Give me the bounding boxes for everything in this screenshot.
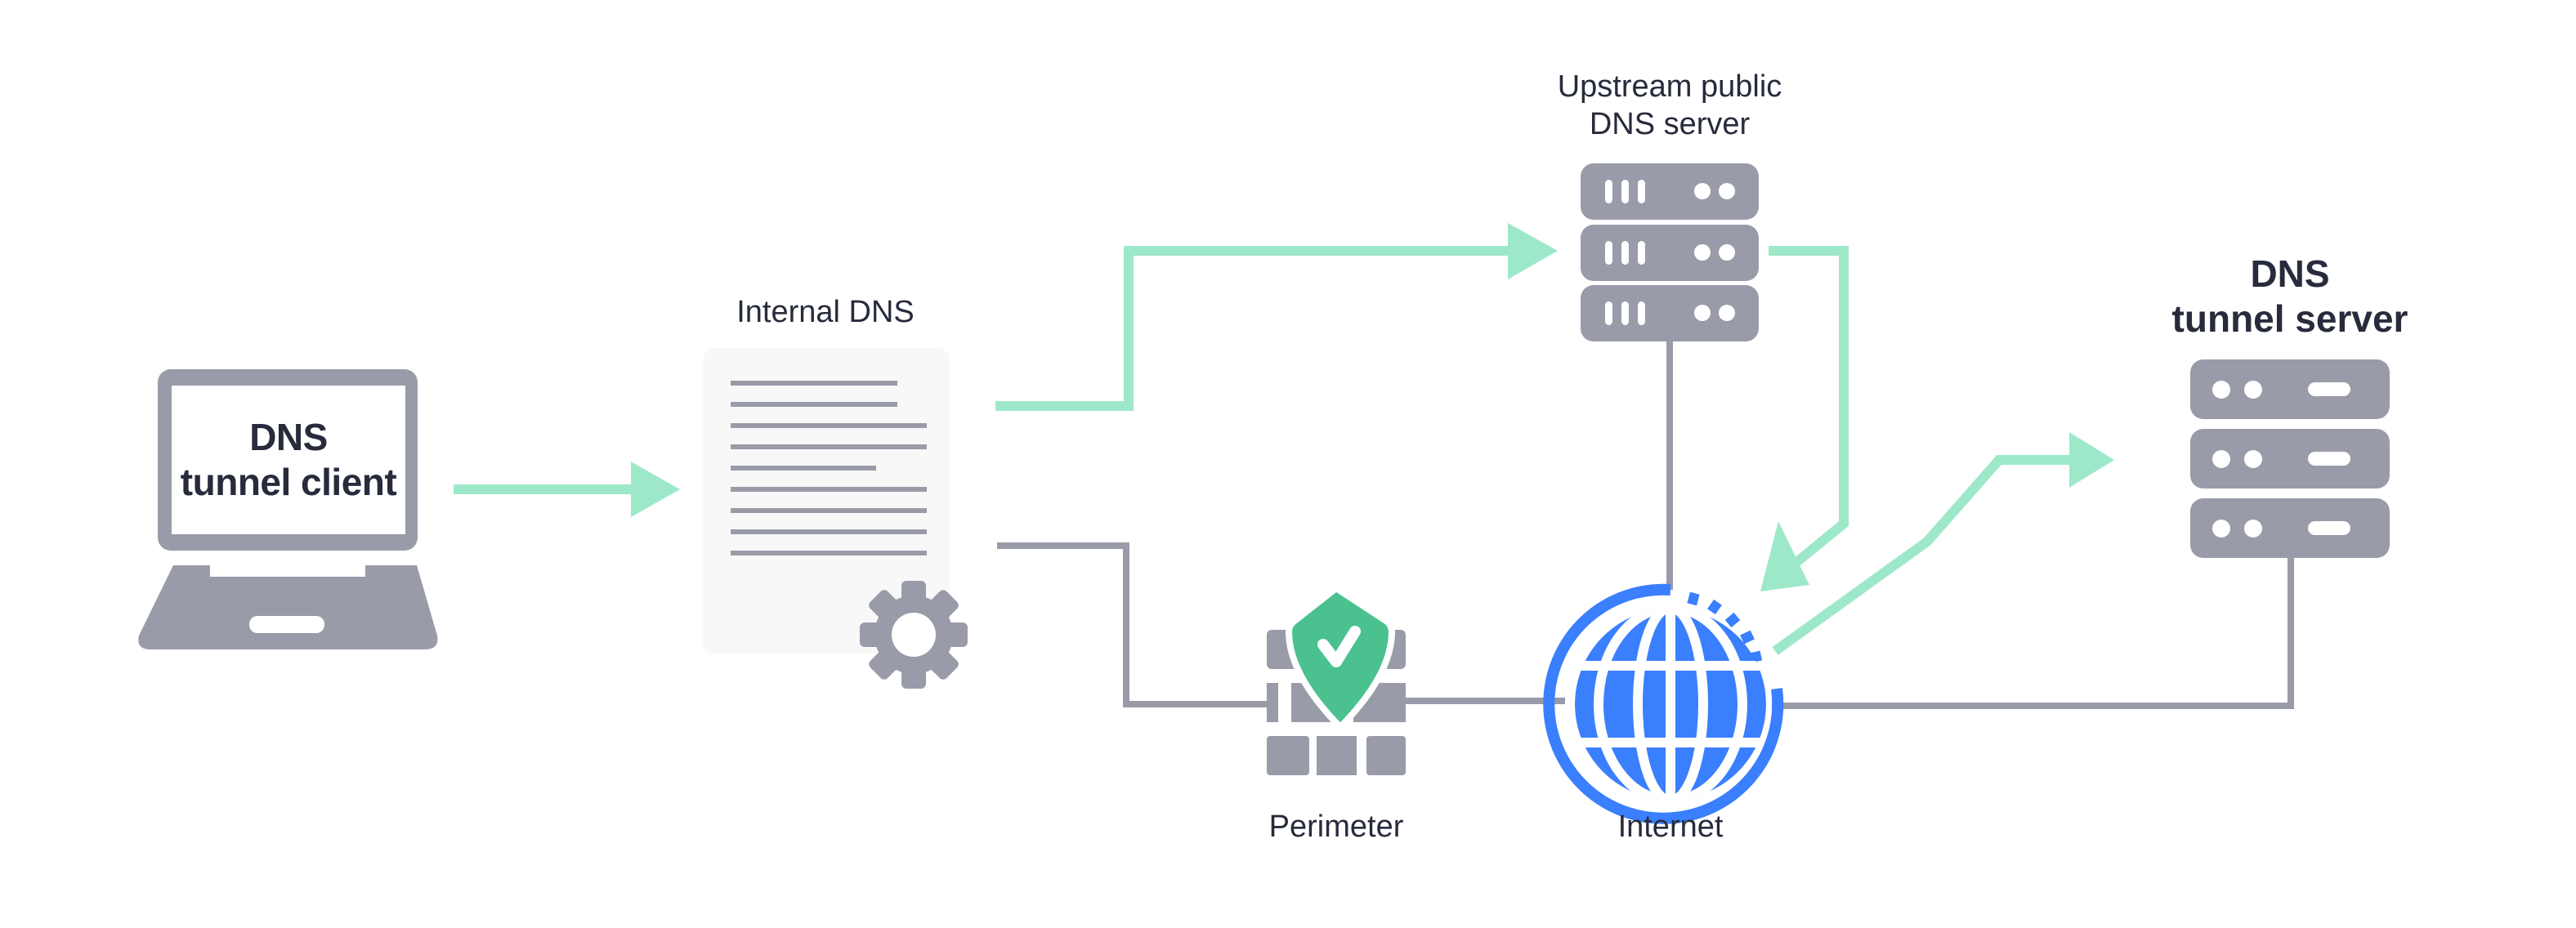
tunnel-server-label-line2: tunnel server bbox=[2171, 297, 2408, 341]
arrowhead-icon bbox=[1760, 521, 1809, 591]
perimeter-label: Perimeter bbox=[1268, 810, 1404, 844]
arrowhead-icon bbox=[2069, 432, 2114, 488]
server-unit bbox=[2190, 498, 2390, 558]
internet-label: Internet bbox=[1617, 810, 1724, 844]
tunnel-server-label-line1: DNS bbox=[2250, 252, 2330, 295]
document-icon bbox=[703, 348, 950, 654]
tunnel-server-icon bbox=[2190, 359, 2390, 558]
tunnel-server-label: DNS tunnel server bbox=[2127, 252, 2453, 341]
server-unit bbox=[2190, 359, 2390, 419]
upstream-label-line2: DNS server bbox=[1589, 106, 1751, 141]
server-unit bbox=[1581, 163, 1759, 220]
server-unit bbox=[1581, 285, 1759, 341]
arrowhead-icon bbox=[1508, 223, 1558, 279]
laptop-icon bbox=[138, 369, 438, 649]
upstream-label: Upstream public DNS server bbox=[1506, 69, 1833, 143]
client-label: DNS tunnel client bbox=[172, 415, 405, 505]
flow-client-to-internal-dns bbox=[454, 462, 680, 517]
link-internet-to-tunnel-server bbox=[1772, 558, 2294, 709]
link-lines bbox=[997, 341, 2294, 709]
client-label-line1: DNS bbox=[249, 416, 328, 458]
flow-arrows bbox=[454, 223, 2114, 655]
flow-internet-to-tunnel-server bbox=[1772, 432, 2114, 655]
server-unit bbox=[1581, 225, 1759, 281]
arrowhead-icon bbox=[631, 462, 680, 517]
flow-internal-dns-to-upstream bbox=[995, 223, 1558, 411]
upstream-label-line1: Upstream public bbox=[1557, 69, 1782, 104]
shield-check-icon bbox=[1285, 584, 1396, 732]
globe-icon bbox=[1543, 583, 1784, 824]
client-label-line2: tunnel client bbox=[180, 461, 397, 504]
server-unit bbox=[2190, 429, 2390, 489]
link-internal-dns-to-perimeter bbox=[997, 542, 1275, 707]
upstream-server-icon bbox=[1581, 163, 1759, 341]
gear-icon bbox=[860, 581, 968, 689]
flow-upstream-to-internet bbox=[1760, 246, 1849, 591]
internal-dns-label: Internal DNS bbox=[736, 295, 915, 329]
